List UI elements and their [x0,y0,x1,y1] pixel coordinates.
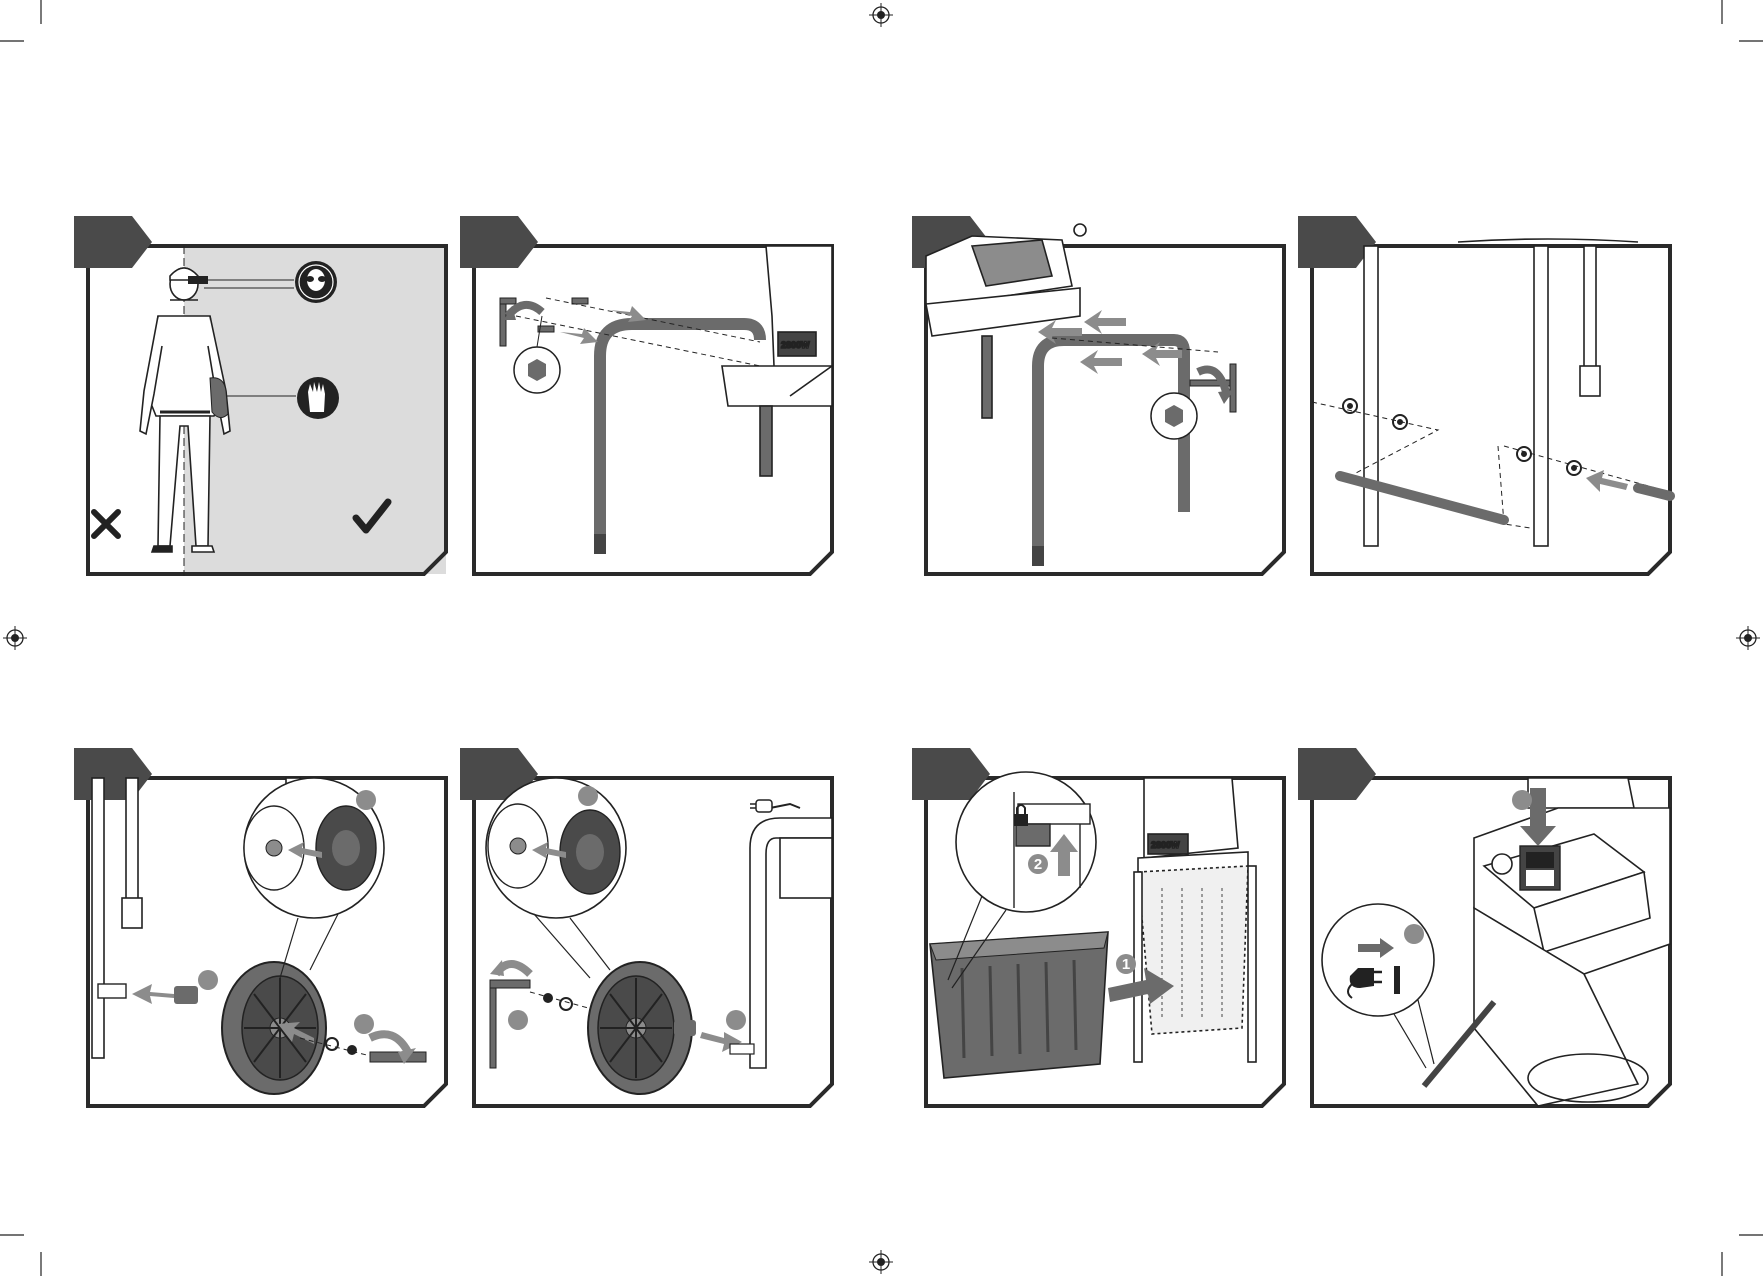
washer-icon [326,1038,338,1050]
hex-key-icon [370,1052,426,1062]
wheel-icon [222,962,326,1094]
bolt [572,298,588,304]
svg-text:2: 2 [1034,856,1042,873]
wrong-cross-icon [94,512,118,536]
callout-marker [354,1014,374,1034]
panel-wheel-left [74,748,460,1116]
panel-collection-box: 2800W [912,748,1298,1116]
power-switch-icon [1520,846,1560,890]
callout-marker [578,786,598,806]
panel-axle [1298,216,1684,584]
callout-marker [508,1010,528,1030]
hex-socket-callout-icon [1151,393,1197,439]
registration-mark-bottom [869,1250,893,1274]
callout-marker [1512,790,1532,810]
registration-mark-top [869,3,893,27]
panel-wheel-right [460,748,846,1116]
svg-text:1: 1 [1122,956,1130,973]
gloves-icon [297,377,339,419]
zoom-callout [1322,904,1434,1016]
step-badge [74,216,152,268]
svg-text:2800W: 2800W [781,340,810,350]
callout-marker: 1 [1116,954,1136,974]
goggles-on-face [188,276,208,284]
registration-mark-right [1736,626,1760,650]
goggles-icon [295,261,337,303]
leg-foot-cap [1032,546,1044,566]
callout-marker [726,1010,746,1030]
collection-box-icon [930,932,1108,1078]
spacer-icon [174,986,198,1004]
panel-front-leg: 2800W [460,216,846,584]
panel-ppe [74,216,460,584]
callout-marker [356,790,376,810]
callout-marker [198,970,218,990]
reset-button-icon [1492,854,1512,874]
washer-icon [560,998,572,1010]
svg-text:2800W: 2800W [1151,840,1180,850]
spacer-icon [674,1020,696,1036]
callout-marker [1404,924,1424,944]
callout-marker: 2 [1028,854,1048,874]
panel-rear-leg [912,216,1298,584]
registration-mark-left [3,626,27,650]
panel-power-on [1298,748,1684,1116]
leg-foot-cap [594,534,606,554]
